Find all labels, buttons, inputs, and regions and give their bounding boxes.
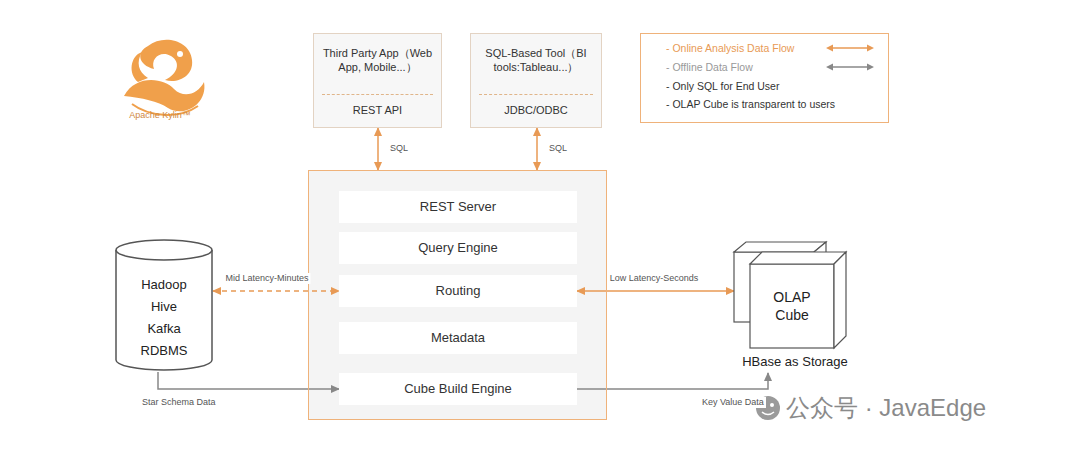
online-flow-arrow: [577, 290, 734, 292]
edge-label: SQL: [388, 143, 410, 154]
legend-text: - Offline Data Flow: [666, 61, 753, 74]
node-title: OLAP Cube: [767, 288, 817, 324]
offline-flow-arrow: [577, 373, 768, 389]
component-box: Metadata: [339, 322, 577, 354]
offline-flow-arrow: [158, 372, 339, 389]
kylin-logo: [124, 40, 204, 115]
source-name: Hive: [115, 296, 213, 318]
online-flow-arrow: [213, 290, 339, 292]
source-name: Hadoop: [115, 274, 213, 296]
text-stack: HadoopHiveKafkaRDBMS: [115, 274, 213, 362]
edge-label: SQL: [547, 143, 569, 154]
online-flow-arrow: [377, 128, 379, 170]
legend-text: - OLAP Cube is transparent to users: [666, 98, 835, 111]
edge-label: Low Latency-Seconds: [608, 273, 701, 284]
client-box: Third Party App（Web App, Mobile...）REST …: [313, 33, 442, 128]
node-title: REST Server: [414, 199, 502, 215]
node-subtitle: JDBC/ODBC: [471, 95, 601, 127]
node-title: Routing: [430, 283, 487, 299]
node-title: Metadata: [425, 330, 491, 346]
component-box: Query Engine: [339, 232, 577, 264]
dashed-divider: [479, 94, 593, 95]
edge-label: Star Schema Data: [140, 397, 218, 408]
edge-label: Key Value Data: [700, 397, 766, 408]
legend-text: - Online Analysis Data Flow: [666, 42, 794, 55]
source-name: Kafka: [115, 318, 213, 340]
node-subtitle: REST API: [314, 95, 441, 127]
online-flow-arrow: [536, 128, 538, 170]
dashed-divider: [322, 94, 433, 95]
legend-samples: [826, 45, 874, 71]
legend-box: [641, 34, 889, 123]
data-source-cylinder: HadoopHiveKafkaRDBMS: [115, 238, 213, 372]
source-name: RDBMS: [115, 340, 213, 362]
edge-label: Mid Latency-Minutes: [223, 273, 310, 284]
component-box: REST Server: [339, 191, 577, 223]
watermark: 公众号 · JavaEdge: [786, 393, 986, 423]
component-box: Routing: [339, 275, 577, 307]
component-box: Cube Build Engine: [339, 373, 577, 405]
client-box: SQL-Based Tool（BI tools:Tableau...）JDBC/…: [470, 33, 602, 128]
olap-cube: OLAP CubeHBase as Storage: [728, 238, 862, 372]
node-subtitle: HBase as Storage: [728, 354, 862, 370]
node-title: Third Party App（Web App, Mobile...）: [314, 34, 441, 94]
node-title: Cube Build Engine: [398, 381, 518, 397]
kylin-server-frame: REST ServerQuery EngineRoutingMetadataCu…: [308, 170, 607, 420]
logo-text: Apache Kylin™: [129, 110, 191, 121]
legend-text: - Only SQL for End User: [666, 80, 779, 93]
node-title: SQL-Based Tool（BI tools:Tableau...）: [471, 34, 601, 94]
node-title: Query Engine: [412, 240, 504, 256]
